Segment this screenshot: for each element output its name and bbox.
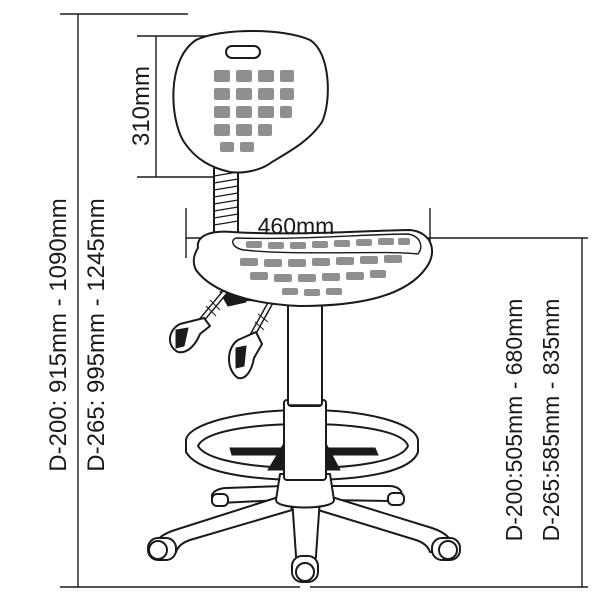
lever-left [169, 289, 228, 354]
caster-center [291, 555, 319, 583]
seat-height-d265-label: D-265:585mm - 835mm [538, 299, 564, 542]
seat-shell [192, 229, 434, 307]
backrest-height-label: 310mm [128, 66, 155, 146]
seat-height-d200-label: D-200:505mm - 680mm [501, 299, 527, 542]
caster-back-left [211, 493, 229, 507]
five-star-base [147, 473, 461, 583]
backrest-shell [172, 30, 329, 174]
lever-right [228, 298, 275, 380]
gas-lift [283, 299, 327, 481]
dimension-labels: 310mm 460mm D-200: 915mm - 1090mm D-265:… [45, 66, 564, 541]
caster-back-right [387, 492, 405, 506]
seat-width-label: 460mm [258, 213, 335, 239]
caster-right [431, 537, 461, 561]
backrest-pattern [214, 70, 294, 152]
total-height-d265-label: D-265: 995mm - 1245mm [83, 198, 110, 471]
backrest-handle-slot [225, 45, 261, 59]
total-height-d200-label: D-200: 915mm - 1090mm [45, 198, 72, 471]
caster-left [147, 537, 177, 561]
seat-pattern [240, 238, 410, 296]
